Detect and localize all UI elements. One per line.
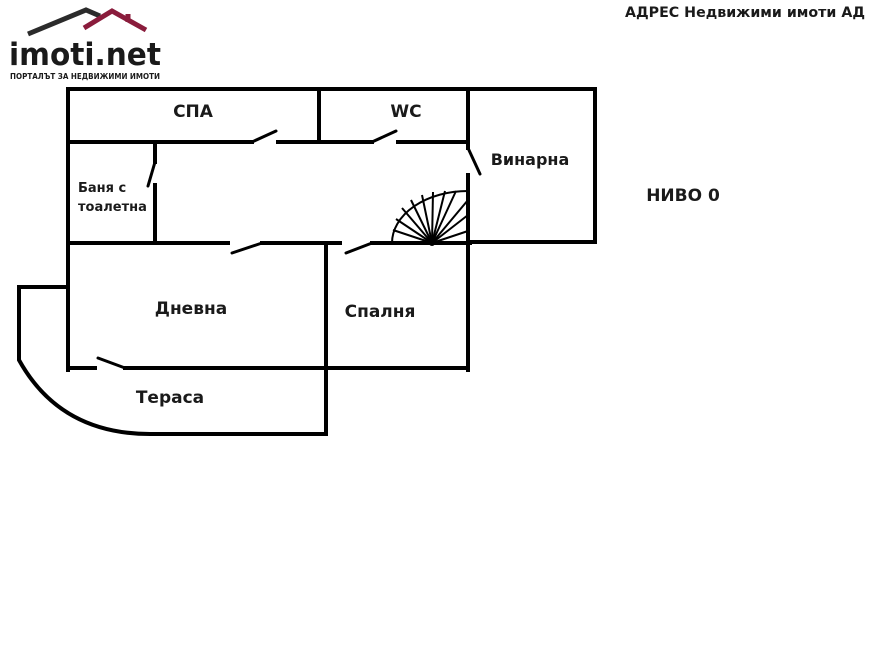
imoti-logo: imoti.net ПОРТАЛЪТ ЗА НЕДВИЖИМИ ИМОТИ xyxy=(9,7,161,81)
room-label-terrace: Тераса xyxy=(136,388,204,408)
logo-tagline: ПОРТАЛЪТ ЗА НЕДВИЖИМИ ИМОТИ xyxy=(10,72,160,81)
room-label-spa: СПА xyxy=(173,102,214,122)
room-label-bedroom: Спалня xyxy=(345,302,416,322)
roof-accent-icon xyxy=(82,8,148,33)
level-label: НИВО 0 xyxy=(646,186,720,206)
room-label-bathroom-line2: тоалетна xyxy=(78,200,147,215)
room-label-wine-cellar: Винарна xyxy=(491,150,570,169)
doors xyxy=(96,129,482,370)
room-label-wc: WC xyxy=(390,102,421,122)
logo-text: imoti.net xyxy=(9,37,161,73)
copyright-text: АДРЕС Недвижими имоти АД xyxy=(625,5,865,21)
walls xyxy=(17,87,597,436)
spiral-staircase xyxy=(391,190,469,246)
room-label-bathroom-line1: Баня с xyxy=(78,181,126,196)
room-label-living-room: Дневна xyxy=(155,299,227,319)
roof-icon xyxy=(27,7,101,37)
